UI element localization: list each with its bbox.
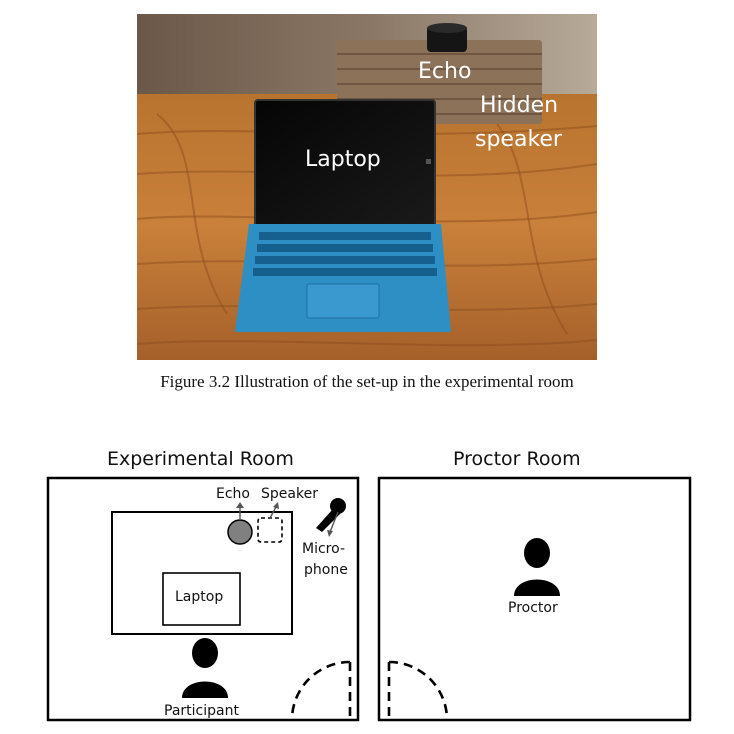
echo-arrow-head [236,502,244,508]
microphone-icon [316,498,346,537]
proctor-label: Proctor [508,600,558,616]
participant-icon [182,638,228,698]
laptop-label: Laptop [175,589,224,605]
speaker-label: Speaker [261,486,318,502]
speaker-box [257,517,283,543]
microphone-label-line1: Micro- [302,541,345,557]
experimental-room-door [290,660,352,719]
laptop-box [162,572,241,626]
speaker-arrow [269,506,277,519]
photo-label-laptop: Laptop [305,147,381,172]
laptop-logo [426,159,431,164]
participant-label: Participant [164,703,239,719]
echo-device-top [427,23,467,33]
setup-photo: Echo Hidden speaker Laptop [137,14,597,360]
setup-photo-drawing [137,14,597,360]
experimental-room-title: Experimental Room [107,448,294,470]
proctor-room-title: Proctor Room [453,448,581,470]
proctor-room-door [387,660,449,719]
echo-device [427,26,467,52]
figure-caption: Figure 3.2 Illustration of the set-up in… [160,372,574,391]
experimental-room-outline [46,476,360,722]
photo-label-echo: Echo [418,59,472,84]
keyboard-keys [253,232,437,276]
echo-circle [227,519,253,545]
proctor-icon [514,538,560,596]
proctor-room-outline [377,476,692,722]
echo-label: Echo [216,486,250,502]
microphone-label-line2: phone [304,562,348,578]
trackpad [306,283,380,319]
speaker-arrow-head [273,502,279,509]
photo-label-hidden-speaker-line1: Hidden [480,93,559,118]
wicker-weave [337,53,542,115]
photo-label-hidden-speaker-line2: speaker [475,127,562,152]
table-outline [111,511,293,635]
